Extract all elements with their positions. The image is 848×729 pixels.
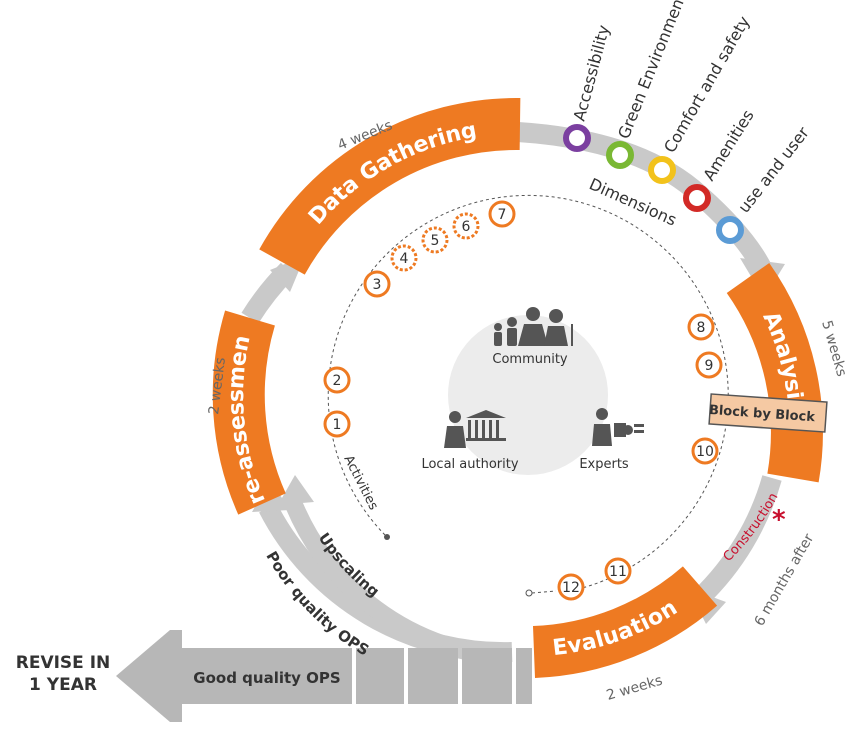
construction-asterisk: * <box>772 505 786 535</box>
activity-number-7: 7 <box>498 207 507 223</box>
pre-assessment-arc <box>212 310 286 515</box>
bar-box-4 <box>462 648 512 704</box>
activity-node-5 <box>421 226 449 254</box>
good-quality-box <box>182 648 352 704</box>
activities-end-line <box>531 590 557 594</box>
community-icon <box>494 307 573 346</box>
evaluation-arc <box>532 566 718 678</box>
activities-label: Activities <box>340 453 380 513</box>
dimension-marker-comfort-safety <box>648 156 676 184</box>
activities-start-dot <box>384 534 390 540</box>
activity-node-11 <box>604 557 632 585</box>
activities-end-dot <box>525 589 533 597</box>
connector-analysis-to-evaluation <box>693 475 782 606</box>
activity-number-3: 3 <box>373 277 382 293</box>
community-label: Community <box>492 352 568 367</box>
activity-node-7 <box>488 200 516 228</box>
dimension-label-amenities: Amenities <box>699 106 757 184</box>
revise-arrow-head <box>116 630 182 722</box>
dimension-marker-use-user <box>716 216 744 244</box>
activity-number-2: 2 <box>333 373 342 389</box>
activity-number-1: 1 <box>333 417 342 433</box>
dimension-marker-accessibility <box>563 124 591 152</box>
revise-arrow-bar <box>116 630 532 722</box>
activity-number-11: 11 <box>609 564 627 580</box>
dimension-label-accessibility: Accessibility <box>570 23 614 123</box>
bar-box-2 <box>356 648 404 704</box>
activity-number-10: 10 <box>696 444 714 460</box>
block-by-block-tag <box>708 393 828 433</box>
duration-after-construction: 6 months after <box>752 531 818 629</box>
activity-number-5: 5 <box>431 233 440 249</box>
local-authority-icon <box>444 410 506 448</box>
bar-box-3 <box>408 648 458 704</box>
activity-number-6: 6 <box>462 219 471 235</box>
activity-number-4: 4 <box>400 251 409 267</box>
duration-evaluation: 2 weeks <box>605 673 665 704</box>
activity-node-2 <box>323 366 351 394</box>
dimension-marker-amenities <box>683 184 711 212</box>
activity-node-9 <box>695 351 723 379</box>
activity-node-10 <box>691 437 719 465</box>
data-gathering-arc <box>259 97 521 275</box>
bar-box-5 <box>516 648 532 704</box>
phase-arcs <box>212 97 823 678</box>
analysis-arc <box>726 263 823 483</box>
good-quality-label: Good quality OPS <box>193 669 340 687</box>
activity-number-8: 8 <box>697 320 706 336</box>
revise-label-line2: 1 YEAR <box>29 675 97 695</box>
activity-node-6 <box>452 212 480 240</box>
experts-label: Experts <box>579 457 629 472</box>
activity-number-12: 12 <box>562 580 580 596</box>
activity-node-3 <box>363 270 391 298</box>
experts-icon <box>592 408 644 446</box>
activity-node-8 <box>687 313 715 341</box>
activity-node-12 <box>557 573 585 601</box>
duration-pre-assessment: 2 weeks <box>206 357 229 416</box>
dimension-marker-green-environment <box>606 141 634 169</box>
dimension-label-use-user: use and user <box>734 123 813 217</box>
local-authority-label: Local authority <box>421 457 518 472</box>
activity-node-1 <box>323 410 351 438</box>
phase-label-pre-assessment: Pre-assessment <box>0 0 271 508</box>
center-circle <box>448 315 608 475</box>
arrowhead-upscaling <box>278 475 314 505</box>
duration-analysis: 5 weeks <box>818 319 848 379</box>
block-by-block-label: Block by Block <box>708 403 815 425</box>
dimension-markers <box>563 124 744 244</box>
connector-evaluation-to-upscaling <box>283 496 472 661</box>
revise-label-line1: REVISE IN <box>16 653 111 673</box>
activity-node-4 <box>390 244 418 272</box>
activity-number-9: 9 <box>705 358 714 374</box>
